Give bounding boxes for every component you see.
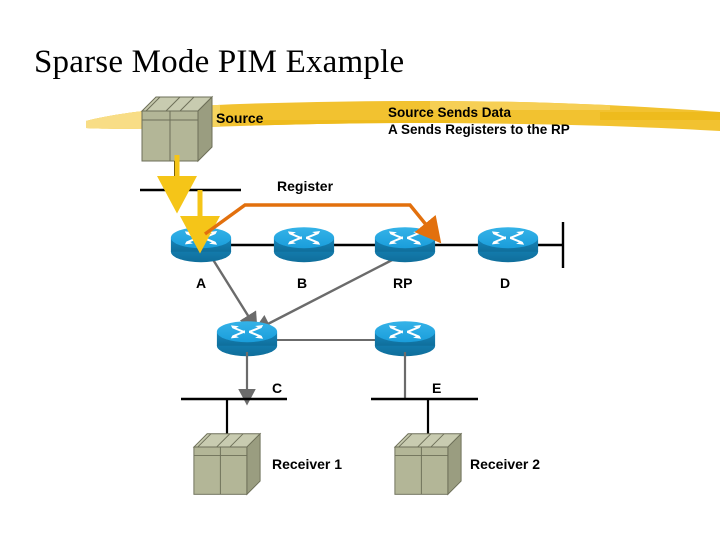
flow-a-to-c (210, 257, 258, 331)
page-title: Sparse Mode PIM Example (34, 44, 405, 80)
router-e-icon[interactable] (374, 321, 436, 357)
label-router-e: E (432, 380, 442, 396)
receiver2-host-icon (394, 433, 462, 495)
callout-line-2: A Sends Registers to the RP (388, 122, 570, 137)
callout-line-1: Source Sends Data (388, 105, 512, 120)
source-host-icon (141, 96, 213, 162)
flow-rp-to-c (252, 256, 397, 333)
label-router-b: B (297, 275, 308, 291)
router-a-icon[interactable] (170, 227, 232, 263)
router-c-icon[interactable] (216, 321, 278, 357)
label-router-d: D (500, 275, 511, 291)
label-receiver-2: Receiver 2 (470, 456, 541, 472)
flow-register-a-to-rp (204, 203, 442, 244)
router-b-icon[interactable] (273, 227, 335, 263)
label-receiver-1: Receiver 1 (272, 456, 343, 472)
router-rp-icon[interactable] (374, 227, 436, 263)
callout-annotation: Source Sends Data A Sends Registers to t… (388, 104, 570, 138)
label-router-a: A (196, 275, 207, 291)
label-router-rp: RP (393, 275, 413, 291)
label-source: Source (216, 110, 264, 126)
receiver1-host-icon (193, 433, 261, 495)
router-d-icon[interactable] (477, 227, 539, 263)
label-router-c: C (272, 380, 283, 396)
label-register: Register (277, 178, 334, 194)
